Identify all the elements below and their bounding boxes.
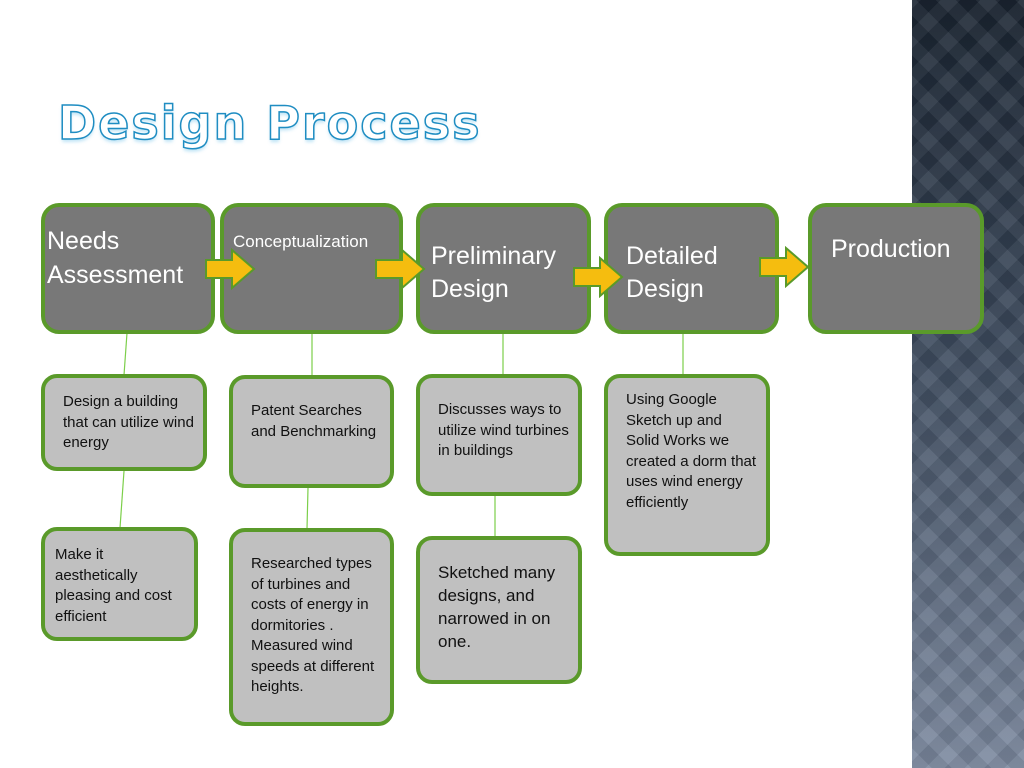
stage-detailed-design: Detailed Design [604, 203, 779, 334]
decorative-sidebar [912, 0, 1024, 768]
detail-box-needs-2: Make it aesthetically pleasing and cost … [41, 527, 198, 641]
right-arrow-icon [205, 248, 256, 290]
page-title: Design Process [57, 96, 482, 150]
detail-box-detailed-1: Using Google Sketch up and Solid Works w… [604, 374, 770, 556]
right-arrow-icon [759, 246, 810, 288]
detail-text: Discusses ways to utilize wind turbines … [438, 401, 569, 460]
stage-label: Detailed Design [626, 242, 718, 304]
detail-text: Sketched many designs, and narrowed in o… [438, 563, 556, 651]
stage-preliminary-design: Preliminary Design [416, 203, 591, 334]
detail-text: Patent Searches and Benchmarking [251, 402, 377, 440]
detail-text: Design a building that can utilize wind … [63, 393, 194, 452]
detail-box-conceptualization-1: Patent Searches and Benchmarking [229, 375, 394, 488]
detail-box-preliminary-2: Sketched many designs, and narrowed in o… [416, 536, 582, 684]
detail-text: Researched types of turbines and costs o… [251, 555, 375, 696]
stage-needs-assessment: Needs Assessment [41, 203, 215, 334]
stage-label: Conceptualization [233, 232, 369, 251]
stage-label: Needs Assessment [47, 227, 184, 289]
detail-text: Using Google Sketch up and Solid Works w… [626, 391, 757, 511]
right-arrow-icon [573, 256, 624, 298]
detail-box-conceptualization-2: Researched types of turbines and costs o… [229, 528, 394, 726]
stage-label: Preliminary Design [431, 242, 557, 304]
detail-box-preliminary-1: Discusses ways to utilize wind turbines … [416, 374, 582, 496]
connector-line [119, 470, 125, 529]
connector-line [306, 487, 309, 530]
detail-text: Make it aesthetically pleasing and cost … [55, 546, 172, 625]
connector-line [123, 332, 128, 376]
detail-box-needs-1: Design a building that can utilize wind … [41, 374, 207, 471]
stage-label: Production [831, 235, 951, 263]
stage-production: Production [808, 203, 984, 334]
right-arrow-icon [375, 248, 426, 290]
